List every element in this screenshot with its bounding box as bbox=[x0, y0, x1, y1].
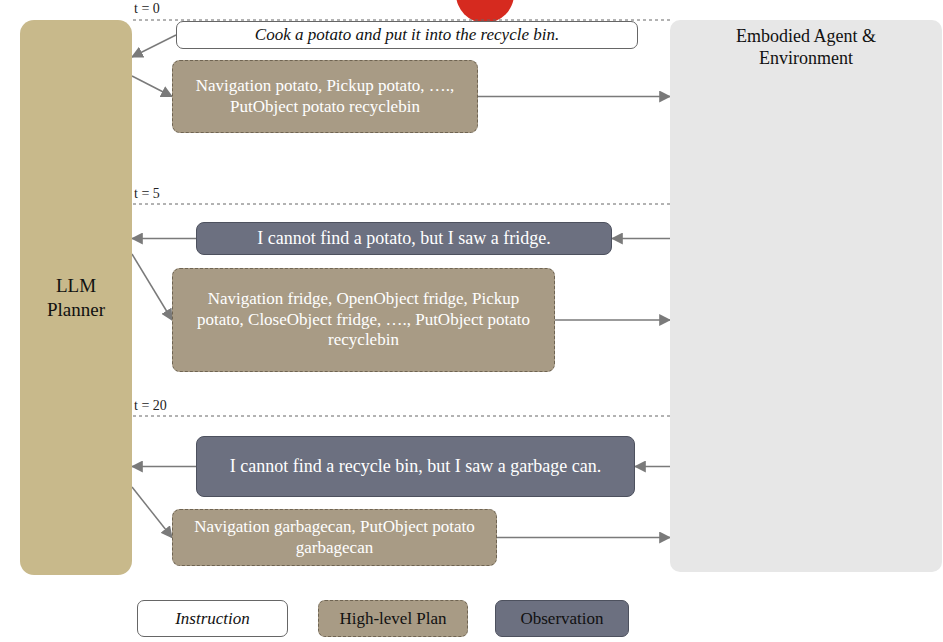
legend-swatch: Instruction bbox=[137, 600, 288, 637]
observation-box: I cannot find a recycle bin, but I saw a… bbox=[196, 436, 635, 497]
time-divider bbox=[133, 416, 670, 417]
legend-swatch: High-level Plan bbox=[318, 600, 468, 637]
connector-arrow bbox=[497, 537, 670, 539]
box-text: I cannot find a recycle bin, but I saw a… bbox=[230, 455, 601, 478]
box-text: I cannot find a potato, but I saw a frid… bbox=[257, 227, 550, 250]
legend-text: High-level Plan bbox=[339, 609, 446, 629]
plan-box: Navigation fridge, OpenObject fridge, Pi… bbox=[172, 268, 555, 372]
connector-arrow bbox=[132, 76, 172, 97]
connector-arrow bbox=[132, 238, 196, 240]
plan-box: Navigation garbagecan, PutObject potato … bbox=[172, 509, 497, 566]
connector-arrow bbox=[478, 96, 670, 98]
legend-text: Instruction bbox=[175, 609, 250, 629]
environment-panel: Embodied Agent & Environment bbox=[670, 20, 942, 572]
connector-arrow bbox=[132, 487, 172, 538]
legend-swatch: Observation bbox=[495, 600, 629, 637]
connector-arrow bbox=[635, 466, 670, 468]
time-label: t = 20 bbox=[134, 398, 167, 414]
box-text: Embodied Agent & Environment bbox=[711, 26, 901, 69]
connector-arrow bbox=[132, 466, 196, 468]
instruction-box: Cook a potato and put it into the recycl… bbox=[176, 21, 638, 49]
plan-box: Navigation potato, Pickup potato, …., Pu… bbox=[172, 60, 478, 133]
time-label: t = 0 bbox=[134, 1, 160, 17]
box-text: LLM Planner bbox=[36, 274, 116, 322]
box-text: Navigation garbagecan, PutObject potato … bbox=[185, 517, 484, 558]
planner-box: LLM Planner bbox=[20, 20, 132, 575]
time-divider bbox=[133, 204, 670, 205]
box-text: Navigation potato, Pickup potato, …., Pu… bbox=[185, 76, 465, 117]
box-text: Cook a potato and put it into the recycl… bbox=[255, 25, 559, 45]
connector-arrow bbox=[132, 254, 172, 320]
time-label: t = 5 bbox=[134, 186, 160, 202]
connector-arrow bbox=[612, 238, 670, 240]
connector-arrow bbox=[132, 35, 176, 57]
observation-box: I cannot find a potato, but I saw a frid… bbox=[196, 222, 612, 255]
legend-text: Observation bbox=[520, 609, 603, 629]
box-text: Navigation fridge, OpenObject fridge, Pi… bbox=[185, 289, 542, 351]
connector-arrow bbox=[555, 319, 670, 321]
